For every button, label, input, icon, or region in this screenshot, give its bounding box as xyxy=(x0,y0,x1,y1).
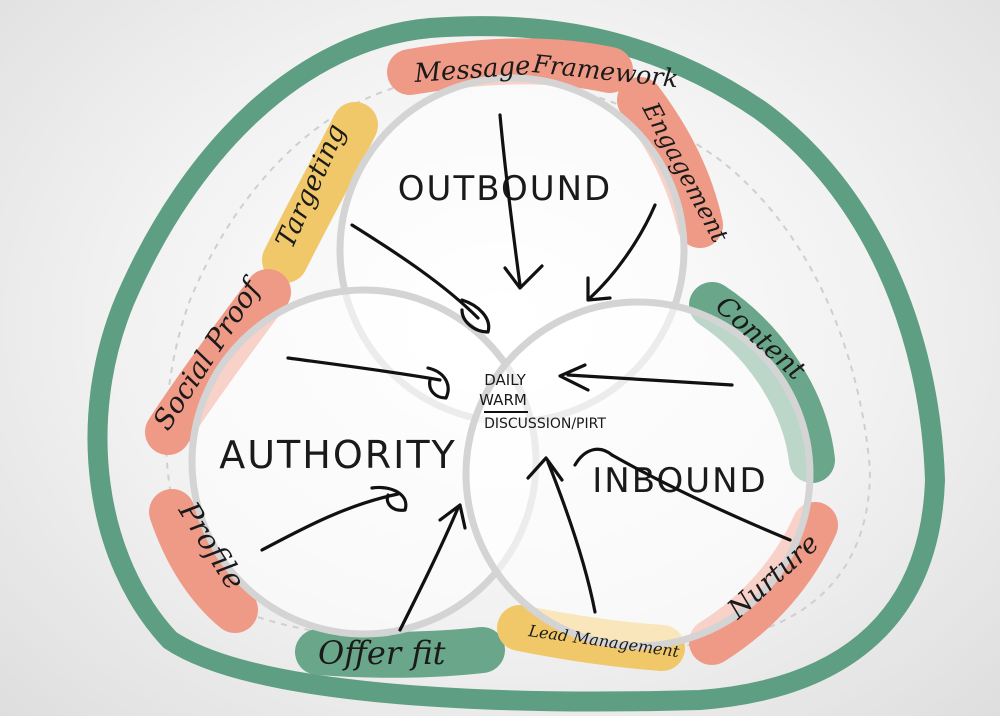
arrow-head-lead-management xyxy=(526,456,564,482)
center-line-3: DISCUSSION/PIRT xyxy=(484,416,606,432)
arrow-down-outbound xyxy=(498,113,522,287)
highlight-message-framework xyxy=(387,38,633,95)
arrow-lower-left xyxy=(260,492,400,552)
highlight-social-proof xyxy=(145,269,291,455)
arrow-inbound-center xyxy=(566,373,734,387)
arrow-outbound-right xyxy=(588,203,657,300)
highlight-engagement xyxy=(617,77,723,248)
circle-inbound xyxy=(462,298,814,650)
arrow-authority-center xyxy=(286,356,442,382)
arrow-head-upper-left xyxy=(460,298,491,334)
arrow-head-authority-center xyxy=(426,366,450,400)
arrow-lead-management xyxy=(546,460,597,614)
arrow-nurture xyxy=(610,453,792,542)
arrow-head-outbound-right xyxy=(586,276,612,302)
inbound-title: INBOUND xyxy=(592,461,767,501)
center-line-2: WARM xyxy=(479,391,527,409)
arrows xyxy=(260,113,792,632)
center-line-1: DAILY xyxy=(484,371,526,389)
arrow-upper-left xyxy=(350,223,480,320)
label-offer-fit: Offer fit xyxy=(318,634,446,672)
highlight-offer-fit xyxy=(295,627,505,678)
arrow-head-nurture xyxy=(573,447,614,467)
highlight-nurture xyxy=(689,502,838,665)
arrow-head-lower-left xyxy=(370,485,408,512)
outbound-title: OUTBOUND xyxy=(398,169,612,209)
arrow-head-down-outbound xyxy=(503,264,544,290)
highlight-targeting xyxy=(262,102,378,283)
arrow-head-offer-fit xyxy=(438,503,467,530)
center-label: DAILY WARM DISCUSSION/PIRT xyxy=(479,371,606,432)
outer-frame xyxy=(87,16,945,712)
authority-title: AUTHORITY xyxy=(219,433,457,477)
arrow-head-inbound-center xyxy=(558,363,590,392)
arrow-offer-fit xyxy=(398,506,460,632)
highlight-profile xyxy=(149,489,258,633)
